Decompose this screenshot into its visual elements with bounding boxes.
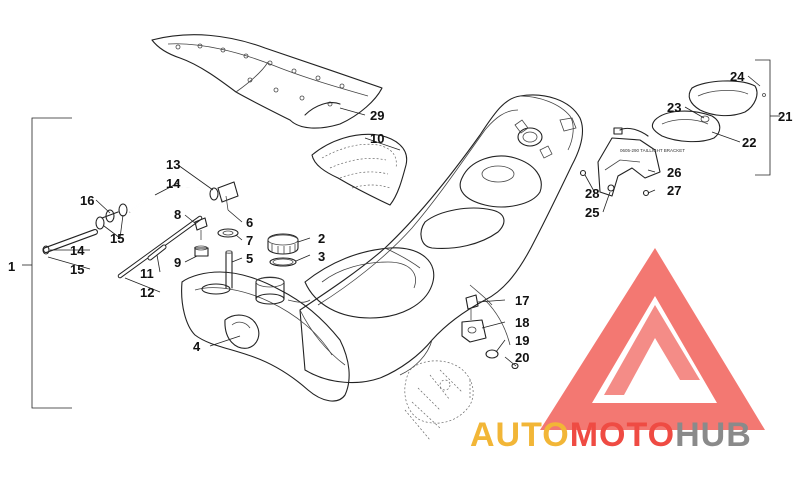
part-seat-flap bbox=[151, 34, 383, 129]
callout-6: 6 bbox=[246, 215, 253, 230]
callout-22: 22 bbox=[742, 135, 756, 150]
callout-27: 27 bbox=[667, 183, 681, 198]
group-bracket-1 bbox=[22, 117, 72, 409]
watermark-inner-mark bbox=[604, 305, 700, 395]
callout-14-upper: 14 bbox=[166, 176, 181, 191]
watermark-logo bbox=[540, 248, 765, 430]
callout-19: 19 bbox=[515, 333, 529, 348]
part-cap-gasket bbox=[269, 257, 297, 267]
callout-20: 20 bbox=[515, 350, 529, 365]
callout-4: 4 bbox=[193, 339, 201, 354]
callout-13: 13 bbox=[166, 157, 180, 172]
svg-text:AUTOMOTOHUB: AUTOMOTOHUB bbox=[470, 416, 752, 454]
callout-10: 10 bbox=[370, 131, 384, 146]
callout-15-lower: 15 bbox=[70, 262, 84, 277]
watermark-auto: AUTO bbox=[470, 416, 570, 454]
part-taillight-lens bbox=[651, 110, 721, 143]
part-seat-pad bbox=[311, 133, 408, 206]
bracket-label: 0605-290 TAILLIGHT BRACKET bbox=[620, 148, 685, 153]
watermark-moto: MOTO bbox=[570, 416, 675, 454]
callout-11: 11 bbox=[140, 266, 154, 281]
part-background-engine bbox=[404, 360, 474, 441]
callout-9: 9 bbox=[174, 255, 181, 270]
part-hardware bbox=[461, 294, 519, 370]
callout-15-upper: 15 bbox=[110, 231, 124, 246]
leader-lines bbox=[47, 75, 761, 367]
watermark-wordmark: AUTOMOTOHUB bbox=[470, 416, 752, 454]
callout-8: 8 bbox=[174, 207, 181, 222]
callout-16: 16 bbox=[80, 193, 94, 208]
callout-7: 7 bbox=[246, 233, 253, 248]
part-chassis-body bbox=[299, 94, 583, 384]
callout-12: 12 bbox=[140, 285, 154, 300]
part-taillight-bracket: 0605-290 TAILLIGHT BRACKET bbox=[597, 127, 685, 197]
callout-17: 17 bbox=[515, 293, 529, 308]
callout-29: 29 bbox=[370, 108, 384, 123]
part-taillight-housing bbox=[688, 80, 766, 117]
callout-24: 24 bbox=[730, 69, 745, 84]
part-fuel-lines bbox=[42, 181, 239, 289]
callout-25: 25 bbox=[585, 205, 599, 220]
group-bracket-21 bbox=[755, 59, 780, 176]
part-fuel-tank bbox=[181, 271, 350, 402]
watermark-triangle bbox=[540, 248, 765, 430]
callout-26: 26 bbox=[667, 165, 681, 180]
callout-labels: 1 2 3 4 5 6 7 8 9 10 11 12 13 14 14 15 1… bbox=[8, 69, 792, 365]
callout-23: 23 bbox=[667, 100, 681, 115]
callout-5: 5 bbox=[246, 251, 253, 266]
callout-28: 28 bbox=[585, 186, 599, 201]
callout-21: 21 bbox=[778, 109, 792, 124]
watermark-hub: HUB bbox=[675, 416, 752, 454]
part-fuel-cap bbox=[267, 233, 299, 255]
callout-18: 18 bbox=[515, 315, 529, 330]
callout-3: 3 bbox=[318, 249, 325, 264]
callout-1: 1 bbox=[8, 259, 15, 274]
callout-2: 2 bbox=[318, 231, 325, 246]
callout-14-lower: 14 bbox=[70, 243, 85, 258]
